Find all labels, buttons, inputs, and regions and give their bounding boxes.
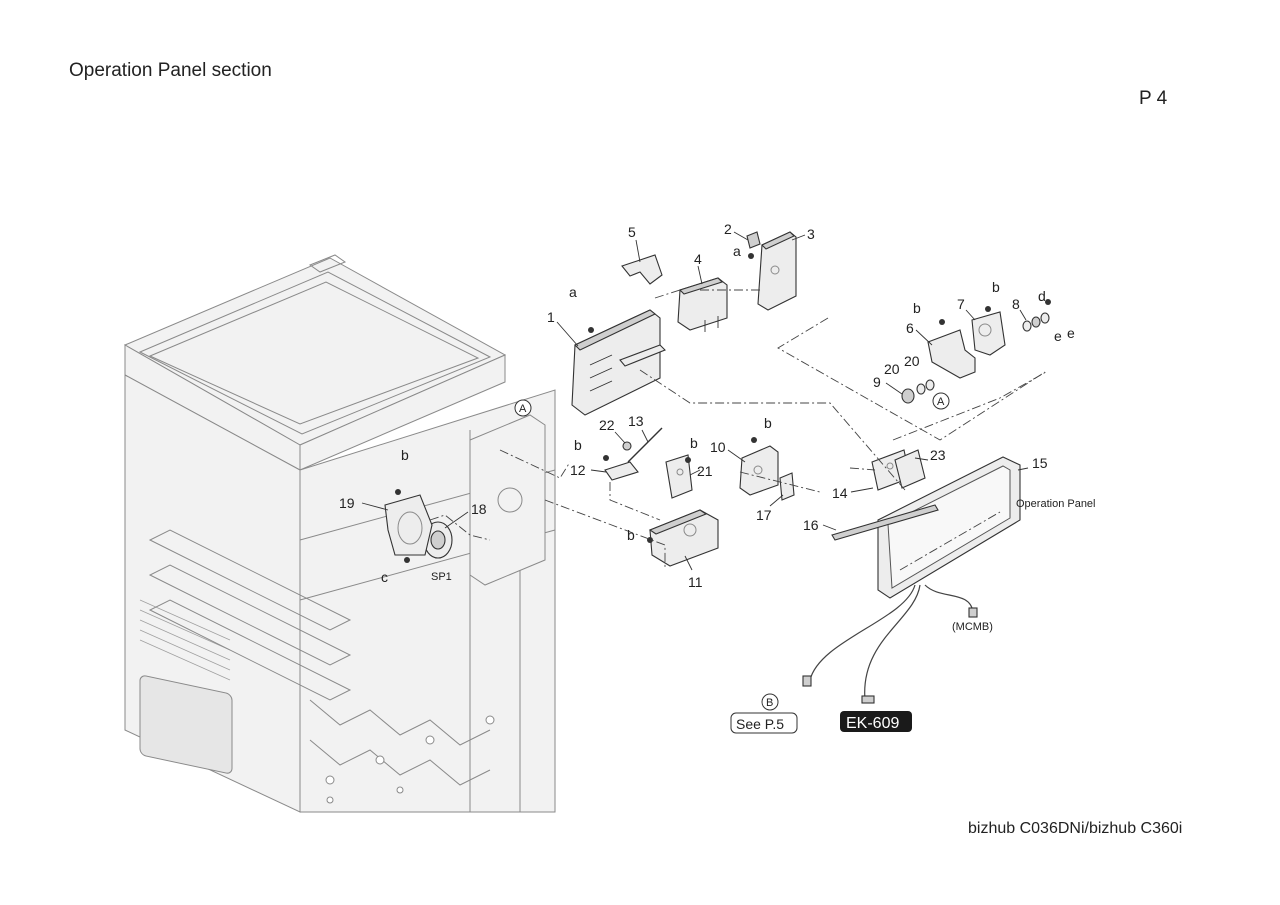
ek-option-box [840, 711, 912, 732]
connector-ek [861, 695, 875, 704]
part-18-speaker [423, 521, 453, 559]
part-12-plate [604, 461, 639, 481]
machine-body [123, 254, 556, 813]
callout-9: 9 [873, 374, 881, 390]
screw-b-4: b [574, 437, 582, 453]
see-page-label: See P.5 [736, 716, 784, 732]
part-4-bracket [677, 277, 728, 332]
ref-a-hinge [932, 392, 950, 410]
callout-22: 22 [599, 417, 615, 433]
screw-b-2: b [992, 279, 1000, 295]
screw-a-1: a [569, 284, 577, 300]
callout-5: 5 [628, 224, 636, 240]
screw-b-1: b [913, 300, 921, 316]
part-8-washer-set [1022, 312, 1050, 332]
callout-20b: 20 [904, 353, 920, 369]
ref-b [761, 693, 779, 711]
screw-b-5: b [690, 435, 698, 451]
callout-10: 10 [710, 439, 726, 455]
model-footer: bizhub C036DNi/bizhub C360i [968, 820, 1183, 837]
screw-b-7: b [627, 527, 635, 543]
callout-19: 19 [339, 495, 355, 511]
callout-11: 11 [688, 574, 703, 590]
part-19-speaker-holder [384, 494, 433, 556]
callout-18: 18 [471, 501, 487, 517]
callout-16: 16 [803, 517, 819, 533]
callout-1: 1 [547, 309, 555, 325]
screw-b-6: b [764, 415, 772, 431]
part-6-hinge-plate [927, 329, 976, 379]
page-number: P 4 [1139, 88, 1168, 109]
sp1-label: SP1 [431, 571, 452, 583]
screw-d: d [1038, 288, 1046, 304]
screw-e-2: e [1067, 325, 1075, 341]
callout-21: 21 [697, 463, 713, 479]
part-17-bracket [779, 472, 795, 501]
callout-15: 15 [1032, 455, 1048, 471]
callout-3: 3 [807, 226, 815, 242]
part-7-hinge [971, 311, 1006, 356]
ref-a-body [514, 399, 532, 417]
part-23-plate [894, 449, 926, 489]
screw-c: c [381, 569, 388, 585]
part-22-screw [622, 441, 632, 451]
screw-b-3: b [401, 447, 409, 463]
connector-mcmb [968, 607, 978, 618]
callout-23: 23 [930, 447, 946, 463]
see-page-box [730, 712, 798, 734]
part-10-bracket [739, 445, 779, 496]
ek-option-label: EK-609 [846, 715, 899, 732]
operation-panel-label: Operation Panel [1016, 498, 1096, 510]
operation-panel [877, 456, 1021, 599]
part-5-cover [621, 254, 663, 285]
callout-12: 12 [570, 462, 586, 478]
callout-8: 8 [1012, 296, 1020, 312]
section-title: Operation Panel section [69, 60, 272, 81]
callout-20a: 20 [884, 361, 900, 377]
ref-a-body-label: A [519, 403, 527, 415]
part-13-wire [627, 427, 663, 463]
callout-17: 17 [756, 507, 772, 523]
part-2-clip [746, 231, 761, 249]
callout-14: 14 [832, 485, 848, 501]
screw-e-1: e [1054, 328, 1062, 344]
callout-13: 13 [628, 413, 644, 429]
connector-b [802, 675, 812, 687]
part-1-bracket [571, 309, 666, 416]
callout-4: 4 [694, 251, 702, 267]
part-16-bar [831, 504, 939, 541]
ref-b-label: B [766, 697, 773, 709]
ref-a-hinge-label: A [937, 396, 945, 408]
part-3-hinge-bracket [757, 231, 797, 311]
callout-2: 2 [724, 221, 732, 237]
callout-6: 6 [906, 320, 914, 336]
callout-7: 7 [957, 296, 965, 312]
panel-cables [809, 584, 974, 701]
part-9-knob [901, 379, 935, 404]
screw-a-2: a [733, 243, 741, 259]
part-21-bracket [665, 454, 693, 499]
mcmb-label: (MCMB) [952, 621, 993, 633]
part-11-base-bracket [648, 509, 719, 567]
